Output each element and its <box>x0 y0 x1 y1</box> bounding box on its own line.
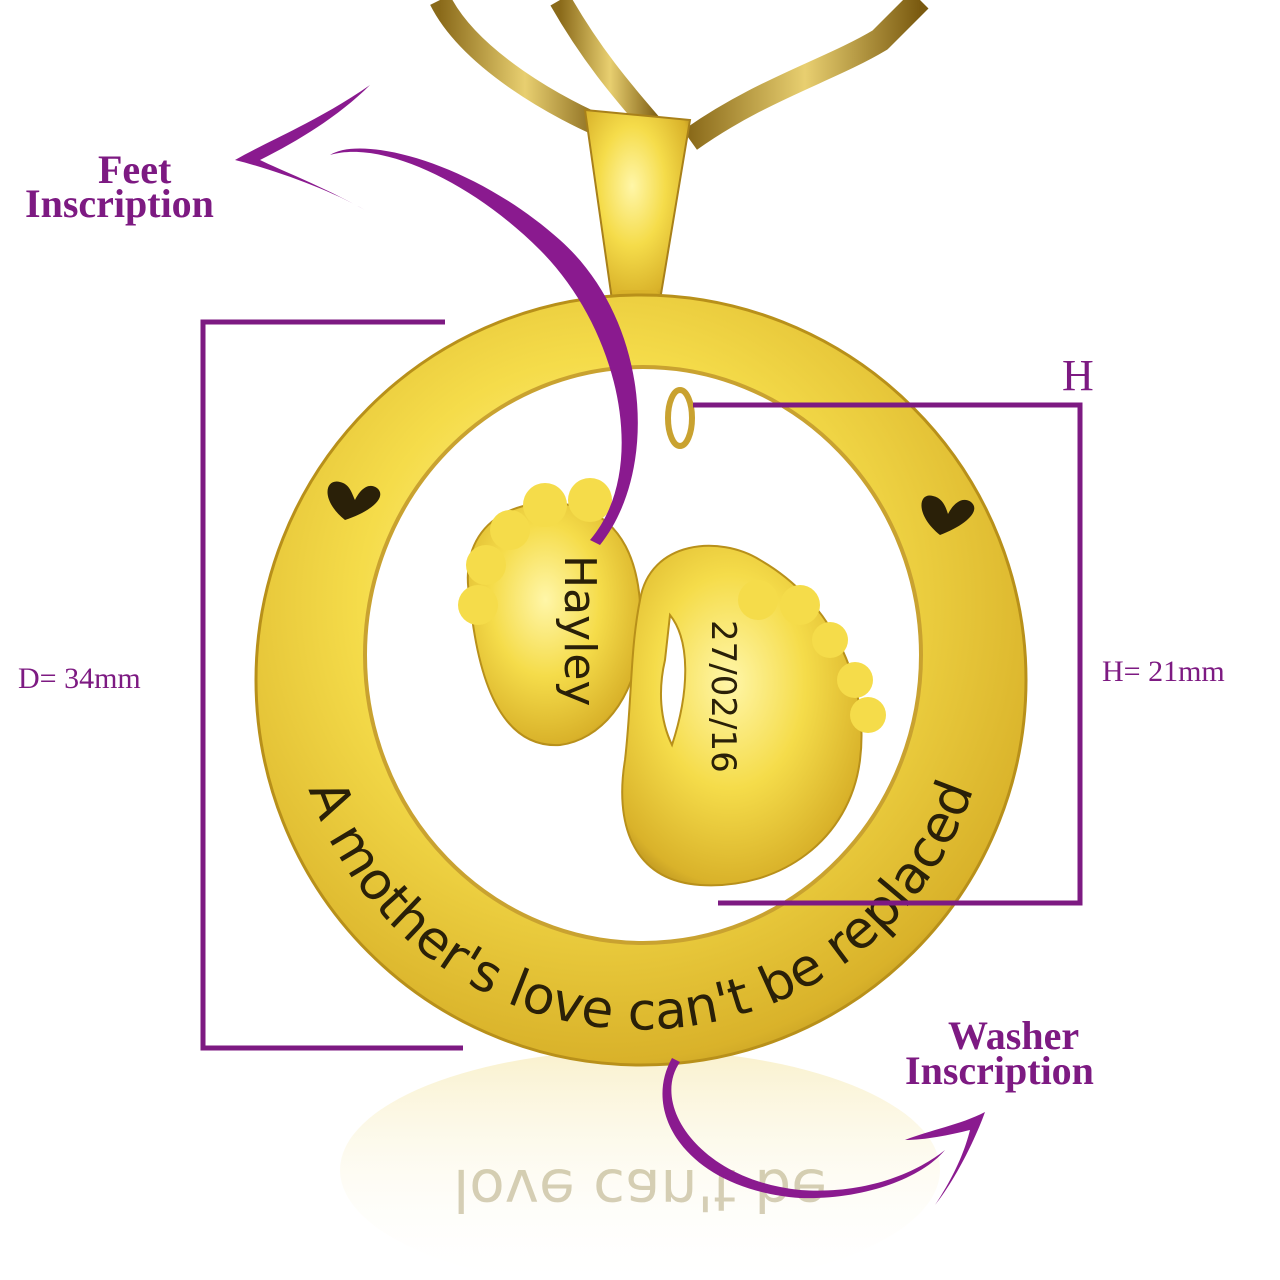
height-bracket <box>693 402 1083 906</box>
diameter-label: D= 34mm <box>18 662 141 695</box>
feet-name-engraving: Hayley <box>554 555 605 706</box>
heart-icon-right <box>921 495 975 535</box>
feet-date-engraving: 27/02/16 <box>703 620 743 773</box>
washer-label-line1: Washer <box>948 1013 1080 1058</box>
feet-inscription-arrow <box>235 85 638 545</box>
baby-feet-charm <box>458 387 886 887</box>
height-marker: H <box>1062 351 1094 400</box>
heart-icon-left <box>327 481 381 520</box>
diameter-bracket <box>200 319 463 1051</box>
washer-inscription-arrow <box>662 1058 985 1205</box>
washer-label-line2: Inscription <box>905 1048 1094 1093</box>
feet-label-line1: Feet <box>98 147 172 192</box>
feet-label-line2: Inscription <box>25 181 214 226</box>
pendant-reflection <box>340 1050 940 1280</box>
height-label: H= 21mm <box>1102 655 1225 688</box>
